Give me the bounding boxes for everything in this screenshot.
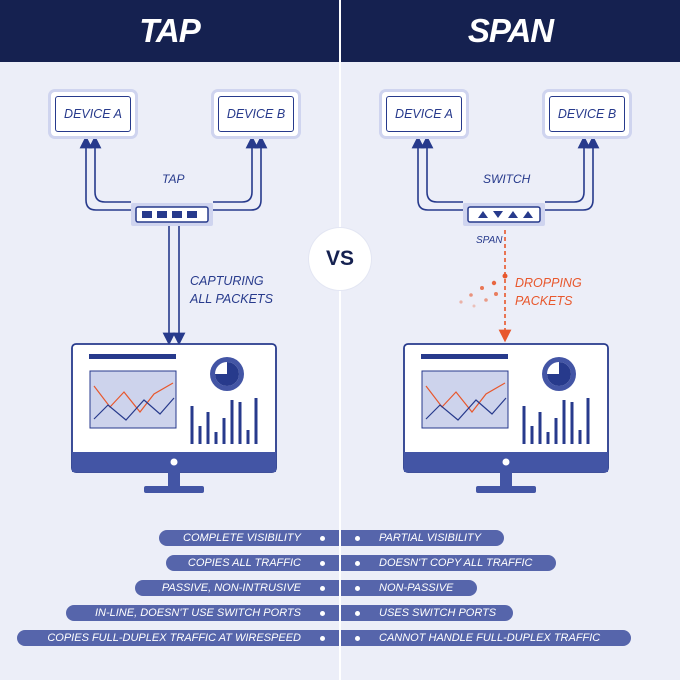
tap-feature-4-text: IN-LINE, DOESN'T USE SWITCH PORTS — [94, 607, 301, 619]
span-feature-3-text: NON-PASSIVE — [379, 582, 454, 594]
tap-monitor — [71, 343, 277, 493]
bullet-icon — [320, 635, 325, 641]
tap-links — [79, 135, 268, 346]
bullet-icon — [355, 535, 360, 541]
span-feature-1: PARTIAL VISIBILITY — [341, 530, 504, 546]
span-title: SPAN — [341, 0, 680, 62]
switch-label: SWITCH — [483, 172, 531, 186]
span-feature-1-text: PARTIAL VISIBILITY — [379, 532, 482, 544]
bullet-icon — [355, 560, 360, 566]
tap-device-a-label: DEVICE A — [55, 96, 131, 132]
span-feature-5-text: CANNOT HANDLE FULL-DUPLEX TRAFFIC — [379, 632, 601, 644]
tap-flow-label-2: ALL PACKETS — [190, 292, 273, 306]
tap-hub-label: TAP — [162, 172, 185, 186]
bullet-icon — [320, 610, 325, 616]
tap-device-a: DEVICE A — [51, 92, 135, 136]
bullet-icon — [320, 560, 325, 566]
tap-feature-2: COPIES ALL TRAFFIC — [166, 555, 339, 571]
span-device-b-label: DEVICE B — [549, 96, 625, 132]
tap-feature-5: COPIES FULL-DUPLEX TRAFFIC AT WIRESPEED — [17, 630, 339, 646]
bullet-icon — [355, 635, 360, 641]
tap-title: TAP — [0, 0, 339, 62]
span-flow-label-1: DROPPING — [515, 276, 582, 290]
span-flow-label-2: PACKETS — [515, 294, 573, 308]
span-links — [411, 135, 600, 211]
span-feature-2: DOESN'T COPY ALL TRAFFIC — [341, 555, 556, 571]
tap-feature-1-text: COMPLETE VISIBILITY — [183, 532, 301, 544]
center-divider — [339, 0, 341, 680]
tap-feature-1: COMPLETE VISIBILITY — [159, 530, 339, 546]
tap-feature-3-text: PASSIVE, NON-INTRUSIVE — [161, 582, 301, 594]
span-feature-4-text: USES SWITCH PORTS — [379, 607, 497, 619]
span-monitor — [403, 343, 609, 493]
switch-hub — [463, 203, 545, 226]
dropped-packet-dots — [459, 273, 508, 308]
span-device-a: DEVICE A — [382, 92, 466, 136]
bullet-icon — [320, 535, 325, 541]
tap-hub — [131, 203, 213, 226]
tap-device-b: DEVICE B — [214, 92, 298, 136]
tap-flow-label-1: CAPTURING — [190, 274, 264, 288]
span-feature-2-text: DOESN'T COPY ALL TRAFFIC — [379, 557, 533, 569]
tap-feature-3: PASSIVE, NON-INTRUSIVE — [135, 580, 339, 596]
span-feature-5: CANNOT HANDLE FULL-DUPLEX TRAFFIC — [341, 630, 631, 646]
bullet-icon — [320, 585, 325, 591]
span-device-b: DEVICE B — [545, 92, 629, 136]
span-device-a-label: DEVICE A — [386, 96, 462, 132]
span-feature-4: USES SWITCH PORTS — [341, 605, 513, 621]
span-port-label: SPAN — [476, 235, 503, 246]
tap-feature-4: IN-LINE, DOESN'T USE SWITCH PORTS — [66, 605, 339, 621]
span-feature-3: NON-PASSIVE — [341, 580, 477, 596]
vs-badge: VS — [309, 228, 371, 290]
bullet-icon — [355, 610, 360, 616]
bullet-icon — [355, 585, 360, 591]
tap-device-b-label: DEVICE B — [218, 96, 294, 132]
tap-feature-5-text: COPIES FULL-DUPLEX TRAFFIC AT WIRESPEED — [47, 632, 301, 644]
tap-feature-2-text: COPIES ALL TRAFFIC — [187, 557, 301, 569]
